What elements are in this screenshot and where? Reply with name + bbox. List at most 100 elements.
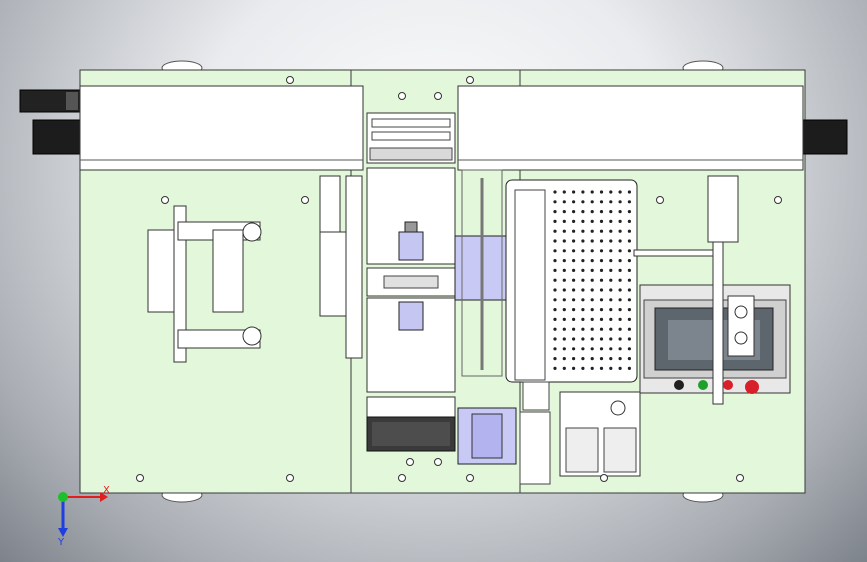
perforation-hole [599,317,604,321]
perforated-plate-slide [514,189,546,381]
perforation-hole [618,259,622,263]
perforation-hole [572,239,576,243]
perforation-hole [590,347,594,351]
stepper-motor-icon [398,231,424,261]
x-axis-label: X [103,485,110,496]
perforation-holes [553,190,632,370]
perforation-hole [609,298,613,302]
bolt-hole-icon [301,196,309,204]
perforation-hole [562,190,566,194]
bolt-hole-icon [466,76,474,84]
perforation-hole [609,200,613,204]
perforation-hole [553,347,557,351]
perforation-hole [572,288,576,292]
perforation-hole [618,278,622,282]
perforation-hole [627,259,632,263]
perforation-hole [572,317,576,321]
button-red-2 [745,380,759,394]
perforation-hole [618,327,622,331]
perforation-hole [590,190,594,194]
perforation-hole [609,366,613,370]
perforation-hole [599,278,604,282]
perforation-hole [627,288,632,292]
perforation-hole [599,190,604,194]
perforation-hole [590,366,594,370]
bolt-hole-icon [136,474,144,482]
perforation-hole [618,347,622,351]
bolt-hole-icon [406,458,414,466]
perforation-hole [553,357,557,361]
perforation-hole [599,239,604,243]
perforation-hole [609,229,613,233]
perforation-hole [581,278,585,282]
perforation-hole [599,298,604,302]
perforation-hole [609,190,613,194]
perforation-hole [590,200,594,204]
perforation-hole [553,268,557,272]
left-extrusion [19,89,83,155]
bolt-hole-icon [286,76,294,84]
perforation-hole [609,239,613,243]
perforation-hole [572,249,576,253]
perforation-hole [572,190,576,194]
perforation-hole [599,249,604,253]
right-extrusion [802,119,848,155]
bolt-hole-icon [600,474,608,482]
bracket-arm [633,249,721,257]
perforation-hole [618,190,622,194]
bolt-hole-icon [466,474,474,482]
perforation-hole [599,210,604,214]
perforation-hole [590,308,594,312]
perforation-hole [572,298,576,302]
perforation-hole [609,268,613,272]
perforation-hole [572,357,576,361]
perforation-hole [581,200,585,204]
perforation-hole [609,337,613,341]
perforation-hole [572,278,576,282]
perforation-hole [553,366,557,370]
perforation-hole [562,327,566,331]
perforation-hole [627,366,632,370]
perforation-hole [590,229,594,233]
perforation-hole [627,347,632,351]
perforation-hole [553,327,557,331]
perforation-hole [553,229,557,233]
perforation-hole [562,259,566,263]
perforation-hole [609,347,613,351]
perforation-hole [618,200,622,204]
perforation-hole [562,268,566,272]
perforation-hole [627,278,632,282]
perforation-hole [572,200,576,204]
bolt-hole-icon [736,474,744,482]
conveyor-cover-left [79,85,364,171]
perforation-hole [618,308,622,312]
perforation-hole [609,278,613,282]
perforation-hole [562,357,566,361]
perforation-hole [590,327,594,331]
perforation-hole [609,259,613,263]
perforation-hole [553,288,557,292]
perforation-hole [618,357,622,361]
perforation-hole [609,288,613,292]
bolt-holes [136,76,782,482]
perforation-hole [581,259,585,263]
perforation-hole [581,288,585,292]
bolt-hole-icon [161,196,169,204]
perforation-hole [599,259,604,263]
perforation-hole [553,337,557,341]
perforation-hole [572,327,576,331]
perforation-hole [581,298,585,302]
perforation-hole [627,357,632,361]
perforation-hole [590,259,594,263]
perforation-hole [599,219,604,223]
perforation-hole [599,200,604,204]
perforation-hole [627,308,632,312]
perforation-hole [618,229,622,233]
perforation-hole [609,327,613,331]
perforation-hole [627,239,632,243]
perforation-hole [581,357,585,361]
perforation-hole [581,229,585,233]
perforation-hole [618,337,622,341]
perforation-hole [599,308,604,312]
perforation-hole [627,219,632,223]
